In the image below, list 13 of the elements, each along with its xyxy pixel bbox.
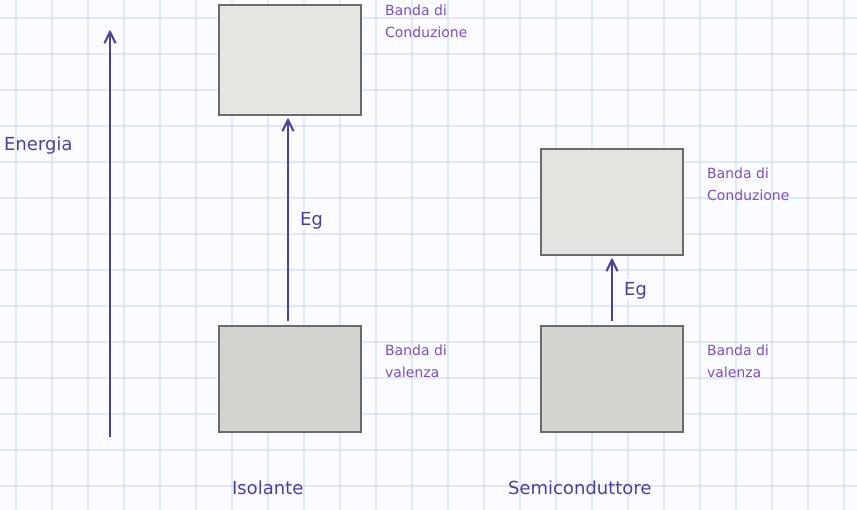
band-label: Banda di Conduzione — [385, 2, 468, 43]
axis-label: Energia — [4, 134, 72, 155]
band-label: Banda di valenza — [385, 342, 448, 383]
band-box — [540, 325, 684, 433]
column-label: Semiconduttore — [508, 478, 652, 499]
band-label: Banda di valenza — [707, 342, 770, 383]
arrow — [281, 118, 295, 321]
band-box — [218, 4, 362, 116]
column-label: Isolante — [232, 478, 304, 499]
band-box — [540, 148, 684, 256]
band-box — [218, 325, 362, 433]
band-label: Banda di Conduzione — [707, 165, 790, 206]
arrow — [605, 258, 619, 321]
